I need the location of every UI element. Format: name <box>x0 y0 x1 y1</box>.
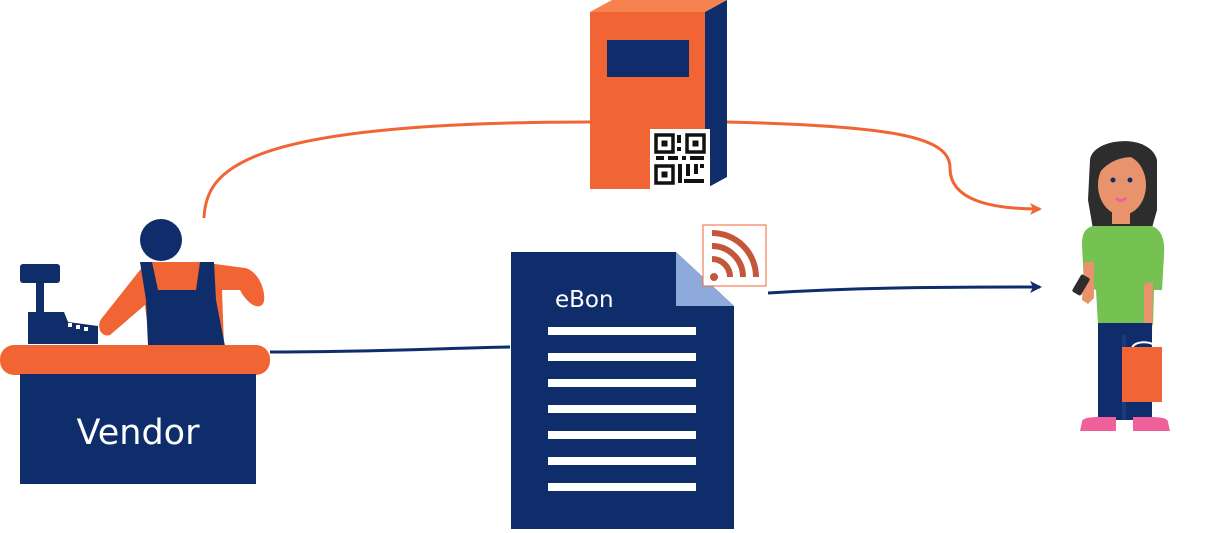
receipt-lines <box>548 327 696 491</box>
receipt-document-icon <box>511 252 734 529</box>
ebon-label: eBon <box>555 287 614 313</box>
cashier-at-counter-icon <box>0 219 270 484</box>
ebon-to-customer-arrow <box>767 281 1042 295</box>
qr-code-icon <box>650 129 710 189</box>
vendor-label: Vendor <box>76 413 200 453</box>
vendor-to-ebon-line <box>269 345 511 354</box>
qr-flow-arrow <box>202 120 1040 218</box>
wireless-signal-icon <box>702 224 767 287</box>
customer-with-phone-icon <box>1072 141 1170 431</box>
